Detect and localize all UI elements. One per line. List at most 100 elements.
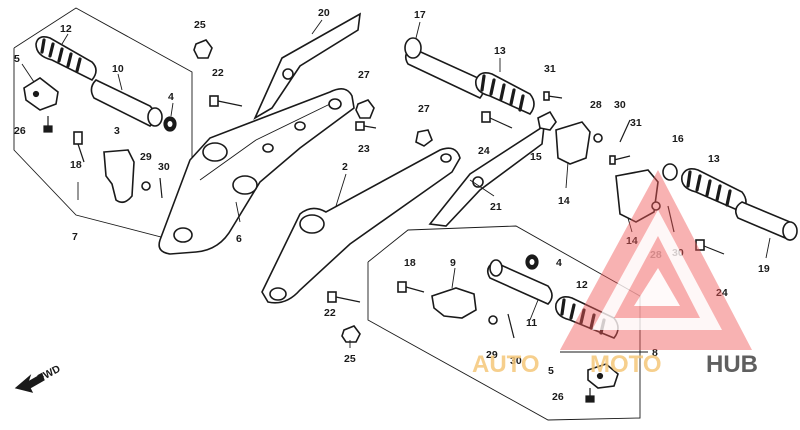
callout-13-right: 13 [708, 153, 720, 165]
bolt-22-lower [327, 291, 361, 303]
spring-clip-left [163, 116, 177, 132]
callout-29-left: 29 [140, 151, 152, 163]
pin-30-upper [619, 119, 631, 143]
washer-29-left [141, 181, 151, 191]
callout-26-lower: 26 [552, 391, 564, 403]
nut-25-top [193, 39, 213, 59]
callout-22-lower: 22 [324, 307, 336, 319]
spring-clip-16 [662, 163, 678, 181]
callout-31-mid: 31 [630, 117, 642, 129]
footpeg-bar-left [90, 79, 163, 127]
callout-18-left: 18 [70, 159, 82, 171]
fwd-label: FWD [36, 363, 63, 385]
watermark-text-auto: AUTO [472, 351, 540, 378]
callout-11: 11 [526, 317, 537, 329]
pin-31-top [543, 91, 563, 101]
watermark-logo: AUTO MOTO HUB [472, 170, 758, 378]
callout-9: 9 [450, 257, 456, 269]
collar-27-upper [355, 99, 375, 119]
fwd-arrow: FWD [14, 363, 63, 393]
callout-14-lower: 14 [626, 235, 638, 247]
screw-lower [585, 388, 595, 403]
callout-27-lower: 27 [418, 103, 430, 115]
bracket-9 [431, 287, 477, 319]
bolt-22-top [209, 95, 243, 107]
callout-15: 15 [530, 151, 542, 163]
lower-stay-2 [261, 147, 461, 304]
callout-22-top: 22 [212, 67, 224, 79]
bolt-24-upper [481, 111, 513, 129]
callout-10: 10 [112, 63, 124, 75]
callout-12-lower: 12 [576, 279, 588, 291]
callout-24-upper: 24 [478, 145, 490, 157]
callout-13-upper: 13 [494, 45, 506, 57]
callout-12-left: 12 [60, 23, 72, 35]
callout-4-left: 4 [168, 91, 174, 103]
footpeg-rubber-right-upper [474, 72, 535, 115]
callout-14-upper: 14 [558, 195, 570, 207]
bolt-24-lower [695, 239, 725, 255]
callout-30-lower-frame: 30 [510, 355, 522, 367]
watermark-text-hub: HUB [706, 351, 758, 378]
callout-27-upper: 27 [358, 69, 370, 81]
pin-30-lower [667, 205, 675, 233]
heel-guard-hole [282, 68, 294, 80]
callout-4-lower: 4 [556, 257, 562, 269]
callout-19: 19 [758, 263, 770, 275]
callout-6: 6 [236, 233, 242, 245]
callout-25-lower: 25 [344, 353, 356, 365]
bolt-18-left [73, 131, 85, 163]
pin-30-lower-frame [507, 313, 515, 339]
spring-clip-lower [525, 254, 539, 270]
callout-5-lower: 5 [548, 365, 554, 377]
bracket-14-upper [555, 121, 591, 165]
callout-21: 21 [490, 201, 502, 213]
callout-2: 2 [342, 161, 348, 173]
callout-5-left: 5 [14, 53, 20, 65]
plate-lower-hole [596, 372, 604, 380]
callout-18-lower: 18 [404, 257, 416, 269]
bracket-3 [103, 149, 135, 204]
watermark-text-moto: MOTO [590, 351, 662, 378]
clip-15 [537, 110, 557, 131]
callout-20: 20 [318, 7, 330, 19]
callout-31-top: 31 [544, 63, 556, 75]
screw-left [43, 116, 53, 133]
plate-left [23, 77, 59, 111]
callout-30-left: 30 [158, 161, 170, 173]
bolt-18-lower [397, 281, 425, 293]
heel-guard-21 [428, 124, 545, 227]
bolt-23 [355, 121, 377, 131]
bracket-14-lower [615, 169, 659, 223]
footpeg-rubber-right [680, 168, 747, 213]
leader-lines [21, 19, 771, 353]
callout-23: 23 [358, 143, 370, 155]
callout-28-upper: 28 [590, 99, 602, 111]
footpeg-bar-19 [734, 201, 798, 241]
footpeg-bar-right-upper [404, 37, 485, 99]
washer-28-lower [651, 201, 661, 211]
footpeg-rubber-left [35, 36, 97, 82]
callout-16: 16 [672, 133, 684, 145]
plate-hole-left [32, 90, 40, 98]
lower-right-frame [367, 225, 641, 421]
callout-29-lower: 29 [486, 349, 498, 361]
washer-29-lower [488, 315, 498, 325]
callout-labels: 12 5 10 4 26 18 3 29 30 7 25 22 20 6 27 … [14, 7, 770, 403]
callout-8: 8 [652, 347, 658, 359]
nut-25-lower [341, 325, 361, 343]
callout-30-upper: 30 [614, 99, 626, 111]
pin-30-left [159, 177, 163, 199]
callout-17: 17 [414, 9, 426, 21]
callout-3: 3 [114, 125, 120, 137]
heel-guard-20 [253, 12, 361, 120]
pin-31-mid [609, 155, 631, 165]
main-stay-frame [158, 88, 355, 255]
callout-24-lower: 24 [716, 287, 728, 299]
callout-26-left: 26 [14, 125, 26, 137]
callout-7: 7 [72, 231, 78, 243]
washer-28-upper [593, 133, 603, 143]
footpeg-bar-lower [486, 259, 553, 305]
